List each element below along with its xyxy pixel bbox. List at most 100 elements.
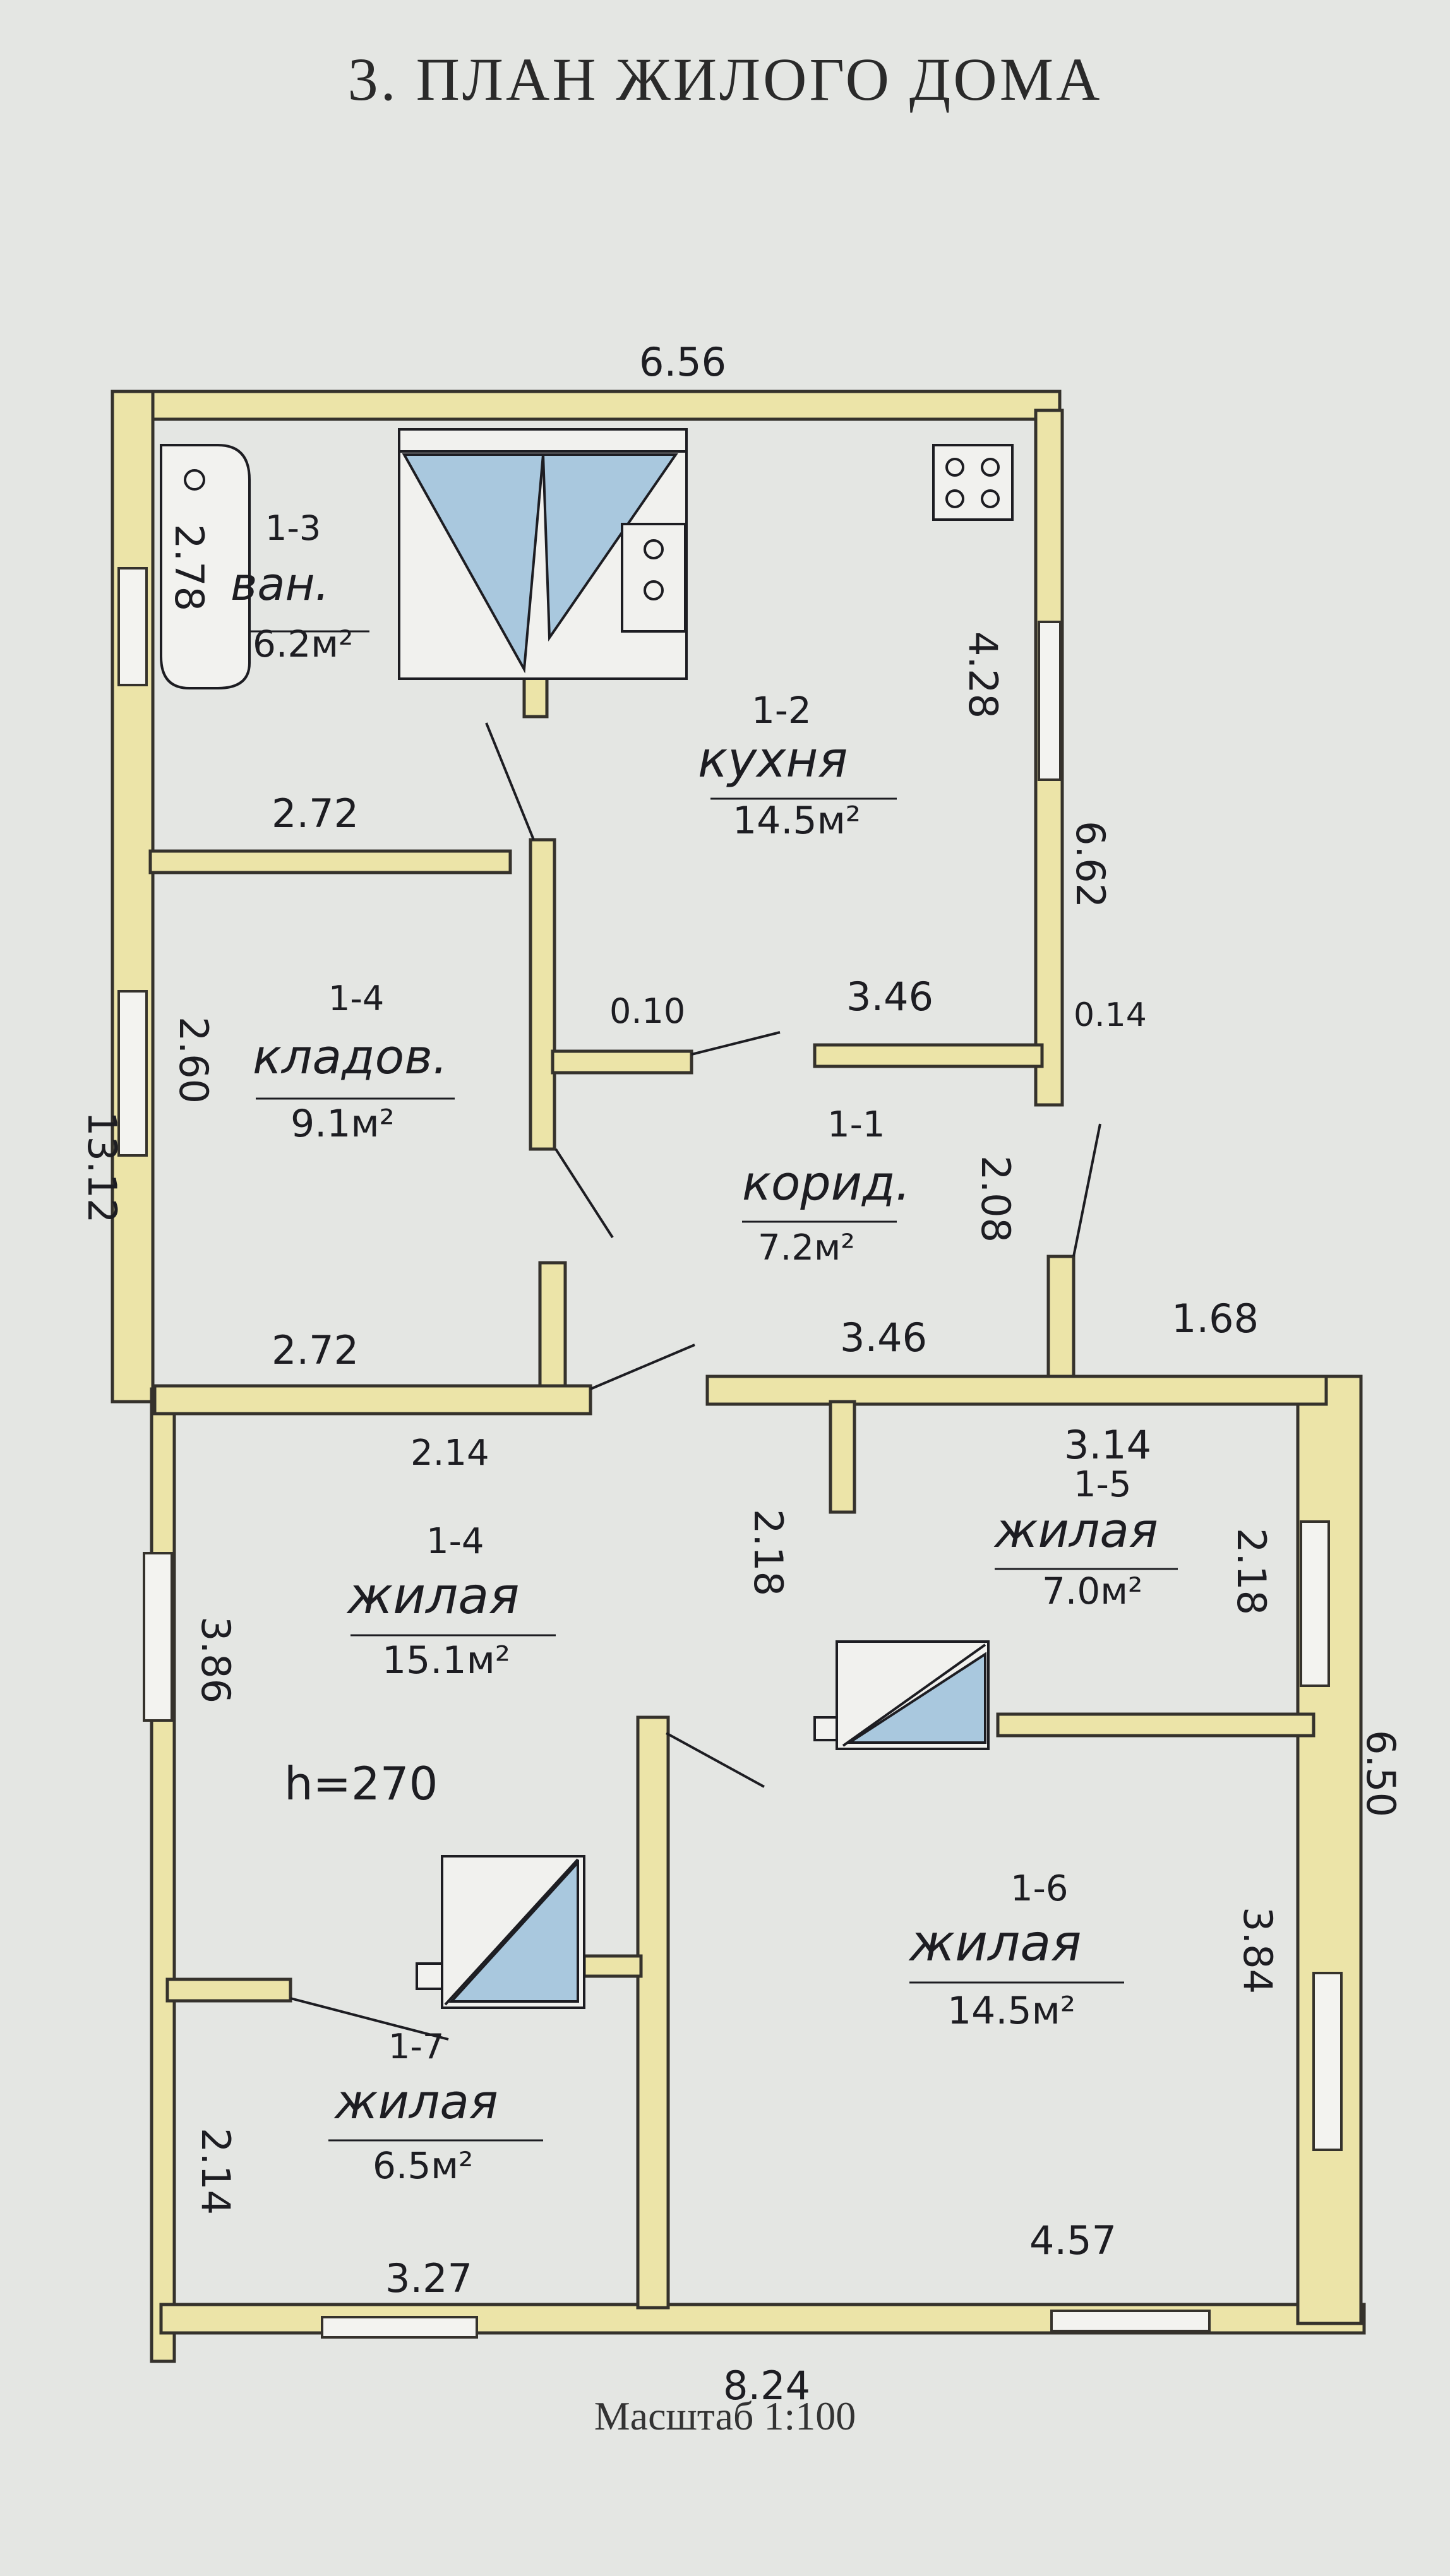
- room-1-1-area: 7.2м²: [758, 1227, 855, 1268]
- stove-burner-4: [981, 489, 1000, 508]
- door-r17: [290, 1997, 449, 2041]
- dim-left-total: 13.12: [79, 1111, 125, 1224]
- dim-r17-h: 2.14: [193, 2128, 239, 2215]
- room-1-1-id: 1-1: [827, 1104, 885, 1145]
- door-bath: [485, 722, 535, 840]
- wall-r15-stub: [829, 1400, 856, 1514]
- room-1-4p-area: 9.1м²: [291, 1102, 395, 1146]
- page-title: 3. ПЛАН ЖИЛОГО ДОМА: [347, 45, 1103, 113]
- room-1-7-name: жилая: [333, 2073, 498, 2130]
- wall-left-upper: [111, 390, 155, 1404]
- wall-right-lower: [1296, 1374, 1363, 2325]
- bathtub: [160, 444, 251, 689]
- wall-top: [111, 390, 1062, 421]
- room-1-4p-id: 1-4: [328, 979, 384, 1018]
- room-1-4-id: 1-4: [426, 1521, 484, 1562]
- room-1-6-name: жилая: [908, 1914, 1081, 1972]
- dim-r15-top: 3.14: [1064, 1422, 1151, 1468]
- kitchen-burner-a: [644, 539, 664, 559]
- room-1-5-area: 7.0м²: [1042, 1570, 1142, 1613]
- window-bath: [117, 567, 148, 686]
- window-bottom-right: [1050, 2310, 1211, 2332]
- heater-stove-lower-vent: [416, 1962, 443, 1990]
- scale-note: Масштаб 1:100: [594, 2394, 856, 2438]
- wall-corr-right-stub: [1046, 1255, 1076, 1385]
- room-1-6-id: 1-6: [1010, 1868, 1068, 1909]
- door-swings: [290, 722, 1101, 2041]
- room-1-2-name: кухня: [698, 732, 848, 789]
- ceiling-height: h=270: [284, 1757, 438, 1810]
- door-pantry-corr: [554, 1148, 614, 1239]
- room-1-7-area: 6.5м²: [373, 2144, 473, 2187]
- room-1-4p-name: кладов.: [253, 1029, 448, 1085]
- door-corr-kitchen: [691, 1031, 781, 1056]
- kitchen-glass-left: [402, 453, 545, 674]
- wall-bath-pantry: [148, 849, 512, 874]
- stove-burner-3: [945, 489, 964, 508]
- dim-bath-h: 2.78: [166, 524, 212, 611]
- dim-mid-w: 3.46: [840, 1315, 927, 1361]
- heater-stove-upper-diag: [842, 1643, 986, 1747]
- wall-middle-left: [153, 1384, 592, 1416]
- wall-pantry-door-stub: [538, 1261, 567, 1391]
- fixtures: [160, 428, 1014, 2009]
- wall-pantry-right: [529, 838, 556, 1151]
- room-labels: 1-3 ван. 6.2м² 1-2 кухня 14.5м² 1-4 клад…: [231, 508, 1158, 2187]
- room-1-7-id: 1-7: [388, 2027, 444, 2066]
- dim-pantry-h: 2.60: [171, 1017, 217, 1104]
- room-1-1-name: корид.: [742, 1155, 911, 1211]
- heater-stove-upper-blue: [845, 1652, 986, 1744]
- dim-corr-w1: 0.10: [609, 991, 685, 1031]
- window-r14-left: [143, 1552, 173, 1722]
- dim-r14-top: 2.14: [410, 1433, 489, 1474]
- window-r15-right: [1300, 1520, 1330, 1687]
- wall-corridor-b: [813, 1043, 1044, 1068]
- heater-stove-upper-vent: [813, 1716, 838, 1741]
- room-1-4-area: 15.1м²: [382, 1638, 510, 1683]
- stove: [932, 444, 1014, 521]
- window-pantry: [117, 990, 148, 1157]
- windows: [117, 567, 1343, 2339]
- window-r16-right: [1312, 1972, 1343, 2151]
- wall-r14-r16: [636, 1715, 670, 2310]
- bathtub-drain: [184, 469, 205, 491]
- wall-r14-r17: [165, 1977, 292, 2003]
- door-r14: [590, 1344, 695, 1390]
- dim-r15-h: 2.18: [1228, 1528, 1274, 1615]
- window-bottom-left: [321, 2316, 478, 2339]
- dim-mid-right: 1.68: [1171, 1296, 1259, 1342]
- door-r16: [666, 1732, 765, 1788]
- dim-bath-w: 2.72: [272, 790, 359, 837]
- dim-right-upper: 6.62: [1067, 821, 1113, 908]
- room-1-3-area: 6.2м²: [253, 623, 353, 665]
- dim-corr-h: 2.08: [973, 1155, 1019, 1243]
- dim-right-lower: 6.50: [1358, 1730, 1404, 1817]
- room-1-3-name: ван.: [231, 558, 330, 611]
- label-underlines: [249, 630, 1178, 2142]
- stove-burner-2: [981, 458, 1000, 477]
- room-1-3-id: 1-3: [265, 508, 321, 548]
- wall-r15-r16: [996, 1712, 1315, 1738]
- dim-pantry-w: 2.72: [272, 1327, 359, 1373]
- dim-top: 6.56: [639, 339, 726, 385]
- dim-r16-w: 4.57: [1029, 2217, 1117, 2263]
- dim-r15-left: 2.18: [745, 1509, 791, 1596]
- heater-stove-lower-diag: [444, 1858, 579, 2006]
- kitchen-glass-right: [541, 453, 678, 642]
- walls: [111, 390, 1366, 2363]
- dimension-labels: 6.56 13.12 6.62 6.50 8.24 4.28 2.78 2.72…: [79, 339, 1404, 2409]
- dim-bottom: 8.24: [723, 2363, 810, 2409]
- room-1-2-id: 1-2: [752, 689, 812, 732]
- heater-stove-lower-blue: [448, 1859, 579, 2003]
- dim-r17-w: 3.27: [385, 2255, 472, 2301]
- room-1-5-name: жилая: [993, 1502, 1158, 1558]
- door-corr-right: [1072, 1123, 1101, 1257]
- kitchen-burner-b: [644, 580, 664, 600]
- wall-left-lower: [150, 1387, 176, 2363]
- room-1-4-name: жилая: [346, 1566, 519, 1625]
- dim-r14-h: 3.86: [193, 1616, 239, 1703]
- room-1-5-id: 1-5: [1074, 1464, 1131, 1505]
- kitchen-shelf: [621, 523, 686, 633]
